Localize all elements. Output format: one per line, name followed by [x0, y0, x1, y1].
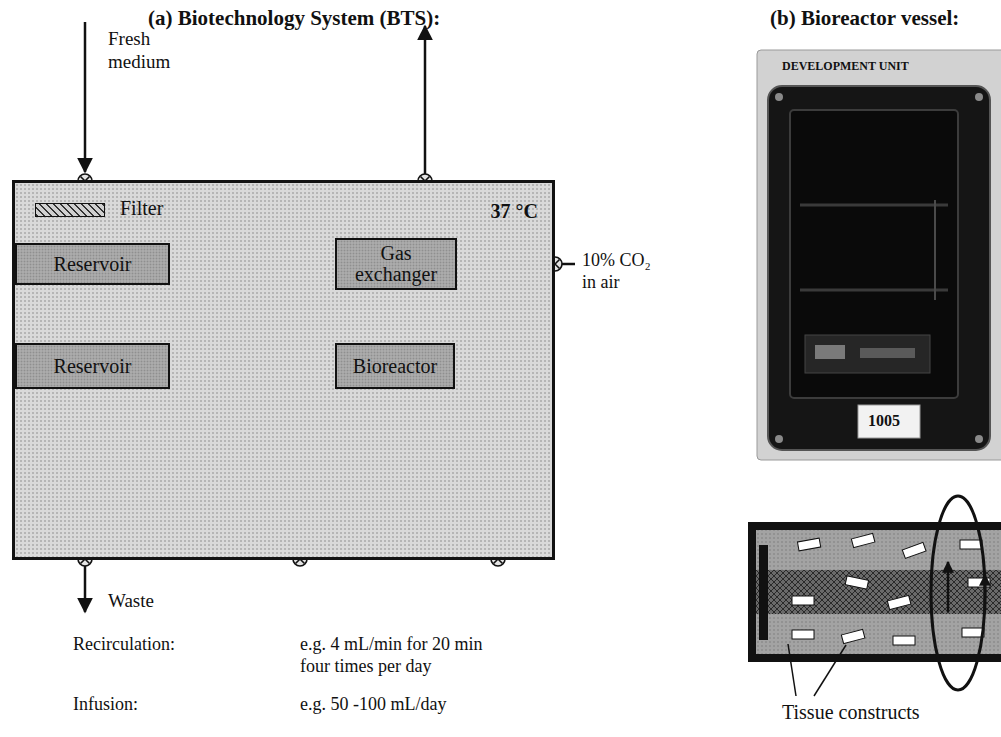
incubator-enclosure: FilterReservoirGas exchangerReservoirBio…	[12, 180, 555, 560]
tissue-construct	[960, 540, 982, 549]
screw	[775, 93, 783, 101]
tissue-construct-group	[792, 533, 990, 645]
photo-label-card	[858, 405, 920, 438]
tissue-construct	[887, 595, 911, 609]
node-text: Reservoir	[54, 356, 132, 377]
parameter-name: Infusion:	[73, 694, 138, 716]
tissue-construct	[841, 629, 865, 643]
panel-title: (b) Bioreactor vessel:	[770, 6, 959, 31]
inlet-label: Fresh medium	[108, 28, 188, 74]
vessel-mechanism	[815, 345, 845, 359]
node-text: Gas exchanger	[343, 243, 449, 285]
tissue-construct	[792, 630, 814, 639]
vessel-housing	[768, 86, 990, 450]
parameter-value: e.g. 50 -100 mL/day	[300, 694, 446, 716]
tissue-construct	[792, 596, 814, 605]
tissue-construct	[797, 538, 820, 551]
screw	[975, 93, 983, 101]
tissue-construct	[902, 542, 926, 558]
panel-title: (a) Biotechnology System (BTS):	[148, 6, 440, 31]
medium-reservoir: Reservoir	[15, 343, 170, 389]
membrane-core	[756, 570, 1001, 614]
photo-text: DEVELOPMENT UNIT	[782, 59, 909, 73]
leader-line	[788, 644, 796, 696]
photo-label-number: 1005	[868, 411, 900, 430]
waste-arrow	[84, 566, 87, 612]
tissue-construct	[851, 533, 875, 547]
vessel-mechanism	[805, 335, 930, 373]
vessel-end-plate	[759, 545, 768, 640]
vessel-schematic	[752, 526, 1001, 658]
vessel-rod	[800, 204, 948, 207]
tissue-construct	[845, 576, 868, 589]
callout-label: Tissue constructs	[782, 700, 920, 724]
medium-reservoir: Reservoir	[15, 243, 170, 285]
gas-exchanger: Gas exchanger	[335, 238, 457, 290]
inlet-arrow	[84, 22, 87, 172]
screw	[975, 435, 983, 443]
node-text: Reservoir	[54, 254, 132, 275]
outlet-label: Waste	[108, 590, 154, 613]
node-text: Filter	[120, 198, 163, 219]
parameter-value: e.g. 4 mL/min for 20 min four times per …	[300, 634, 500, 677]
vessel-rod	[934, 200, 936, 300]
screw	[775, 435, 783, 443]
tissue-construct	[962, 628, 984, 637]
node-text: 37 °C	[491, 201, 538, 222]
filter-element: Filter	[35, 203, 105, 217]
vessel-rod	[800, 289, 948, 292]
tissue-construct	[893, 636, 915, 645]
rotation-arrow	[947, 562, 950, 612]
tissue-construct	[968, 578, 990, 587]
rotation-path	[931, 496, 985, 690]
exhaust-arrow	[424, 26, 427, 174]
parameter-name: Recirculation:	[73, 634, 175, 656]
rotation-arrow	[984, 575, 987, 610]
bioreactor-box: Bioreactor	[335, 343, 455, 389]
leader-line	[814, 645, 846, 696]
gas-supply-label: 10% CO₂ in air	[582, 250, 662, 293]
vessel-mechanism	[860, 348, 915, 358]
node-text: Bioreactor	[353, 356, 437, 377]
photo-frame	[757, 50, 1001, 460]
vessel-window	[790, 110, 958, 398]
